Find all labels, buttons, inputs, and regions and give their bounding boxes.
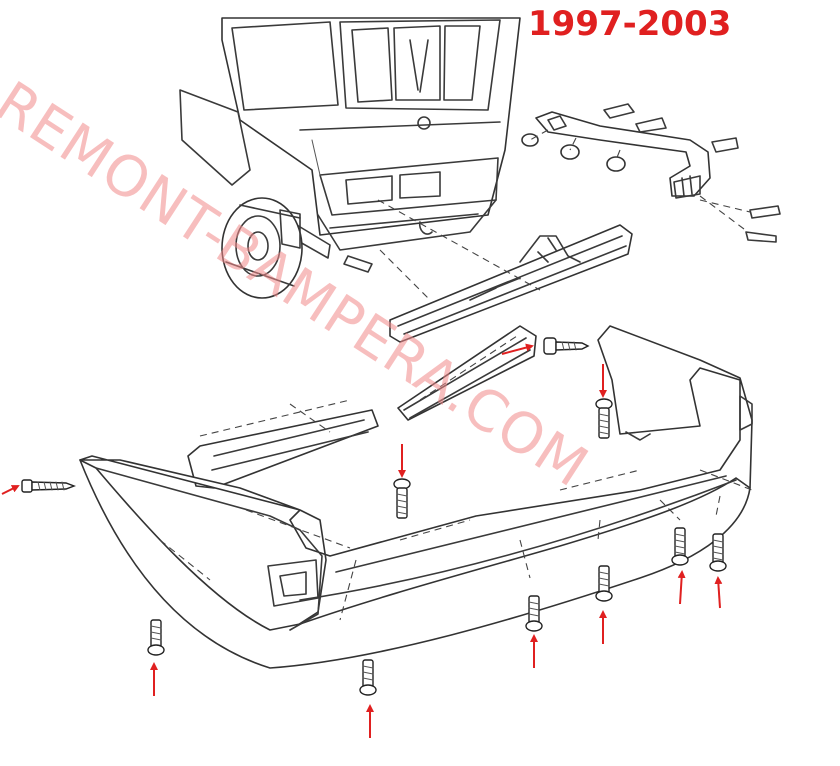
bumper-reinforcement-beam [377,199,633,343]
red-arrow-icon [1,485,20,495]
screw-icon [393,478,411,519]
screw-icon [709,533,727,572]
screw-icon [359,659,377,696]
rear-bumper-cover [79,325,753,669]
screw-upper-right [543,337,590,355]
right-trim-strip [397,325,537,421]
screw-icon [595,398,613,439]
screw-icon [595,565,613,602]
screw-icon [525,595,543,632]
screw-icon [147,619,165,656]
red-arrow-icon [714,576,723,609]
vertical-screws [147,398,727,696]
red-arrow-icon [677,570,686,605]
van-rear-illustration [179,17,521,299]
year-range-label: 1997-2003 [528,4,732,44]
screw-icon [671,527,689,566]
red-arrow-icon [501,343,534,355]
screw-left-side [21,479,76,493]
left-trim-strip [187,399,379,489]
wiring-harness [521,103,781,243]
red-arrows [1,343,723,738]
